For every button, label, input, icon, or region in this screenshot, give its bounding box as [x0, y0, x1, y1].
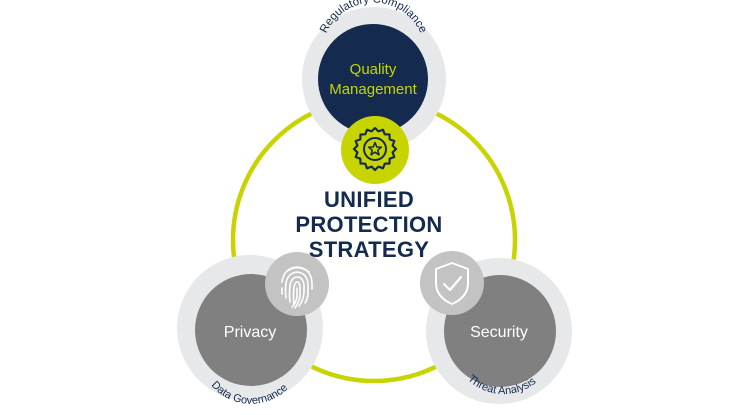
- shield-check-icon: [420, 251, 484, 315]
- top-title-line2: Management: [329, 81, 417, 98]
- center-title-line3: STRATEGY: [308, 237, 430, 262]
- top-title-line1: Quality: [350, 61, 397, 78]
- badge-star-icon: [341, 116, 409, 184]
- center-title-line2: PROTECTION: [295, 212, 443, 237]
- right-title: Security: [470, 324, 528, 341]
- top-disc: [318, 24, 428, 134]
- center-title-line1: UNIFIED: [323, 187, 415, 212]
- center-title: UNIFIED PROTECTION STRATEGY: [269, 187, 469, 262]
- fingerprint-icon: [265, 252, 329, 316]
- left-title: Privacy: [224, 324, 276, 341]
